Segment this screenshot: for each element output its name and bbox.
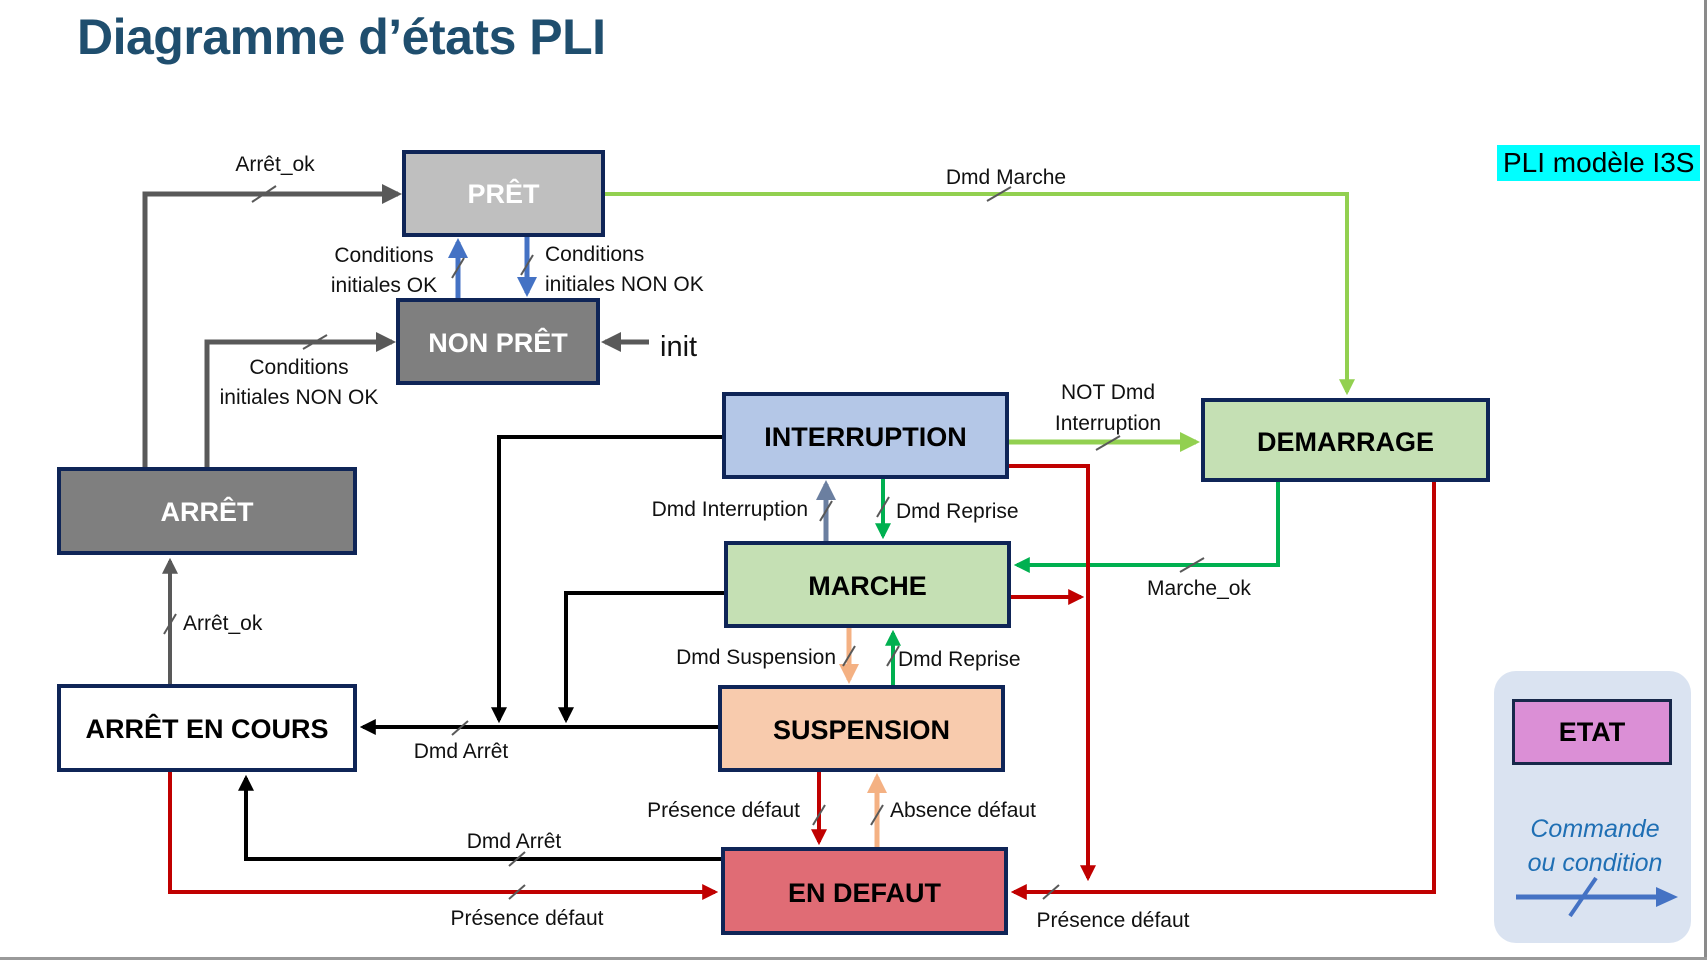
state-demarrage: DEMARRAGE	[1201, 398, 1490, 482]
tick-suspension-to-en-defaut	[812, 804, 826, 826]
label-to-arret-en-cours: Dmd Arrêt	[414, 740, 509, 763]
window-border-right	[1704, 0, 1707, 960]
transition-demarrage-to-en-defaut	[1010, 478, 1436, 900]
state-suspension-label: SUSPENSION	[773, 715, 950, 745]
label-init: init	[660, 331, 697, 363]
label-arret-to-non-pret-1: Conditions	[249, 356, 348, 379]
condition-ticks	[163, 185, 1205, 900]
state-arret: ARRÊT	[57, 467, 357, 555]
tick-suspension-to-marche	[886, 645, 900, 667]
window-border-bottom	[0, 957, 1707, 960]
state-demarrage-label: DEMARRAGE	[1257, 427, 1434, 457]
state-arret-en-cours-label: ARRÊT EN COURS	[85, 713, 328, 744]
transition-interruption-to-en-defaut	[1007, 464, 1096, 882]
state-arret-en-cours: ARRÊT EN COURS	[57, 684, 357, 772]
legend-state-sample: ETAT	[1512, 699, 1672, 765]
label-non-pret-to-pret-1: Conditions	[334, 244, 433, 267]
state-non-pret-label: NON PRÊT	[428, 327, 568, 358]
label-en-defaut-to-arret-en-cours: Dmd Arrêt	[467, 830, 562, 853]
label-marche-to-interruption: Dmd Interruption	[652, 498, 808, 521]
tick-non-pret-to-pret	[451, 257, 465, 279]
tick-arret-to-non-pret	[302, 334, 328, 350]
label-arret-en-cours-to-en-defaut: Présence défaut	[451, 907, 604, 930]
transition-arret-to-non-pret	[204, 332, 396, 469]
state-interruption-label: INTERRUPTION	[764, 422, 967, 452]
label-pret-to-non-pret-1: Conditions	[545, 243, 644, 266]
page-title: Diagramme d’états PLI	[77, 9, 606, 65]
label-en-defaut-to-suspension: Absence défaut	[890, 799, 1036, 822]
label-marche-to-suspension: Dmd Suspension	[676, 646, 836, 669]
legend-transition-text: Commande ou condition	[1500, 812, 1690, 880]
legend-transition-line1: Commande	[1530, 815, 1660, 843]
label-arret-to-pret: Arrêt_ok	[235, 153, 315, 176]
state-interruption: INTERRUPTION	[722, 392, 1009, 479]
transition-demarrage-to-marche	[1013, 478, 1280, 573]
label-arret-en-cours-to-arret: Arrêt_ok	[183, 612, 263, 635]
tick-arret-to-pret	[251, 185, 277, 203]
label-demarrage-to-marche: Marche_ok	[1147, 577, 1251, 600]
label-non-pret-to-pret-2: initiales OK	[331, 274, 437, 297]
state-pret: PRÊT	[402, 150, 605, 237]
tick-interruption-to-demarrage	[1095, 435, 1121, 451]
tick-arret-en-cours-to-arret	[163, 613, 177, 635]
state-marche-label: MARCHE	[808, 571, 927, 601]
state-suspension: SUSPENSION	[718, 685, 1005, 772]
tick-en-defaut-to-arret-en-cours	[508, 851, 526, 867]
tick-demarrage-to-marche	[1179, 557, 1205, 573]
state-non-pret: NON PRÊT	[396, 298, 600, 385]
label-interruption-to-demarrage-2: Interruption	[1055, 412, 1161, 435]
tick-to-arret-en-cours	[451, 720, 469, 736]
legend-transition-line2: ou condition	[1527, 849, 1663, 877]
tick-pret-to-demarrage	[986, 186, 1012, 202]
label-interruption-to-marche: Dmd Reprise	[896, 500, 1019, 523]
state-marche: MARCHE	[724, 541, 1011, 628]
label-suspension-to-marche: Dmd Reprise	[898, 648, 1021, 671]
state-en-defaut-label: EN DEFAUT	[788, 878, 942, 908]
label-arret-to-non-pret-2: initiales NON OK	[220, 386, 379, 409]
model-tag: PLI modèle I3S	[1497, 145, 1701, 181]
transition-interruption-to-arret-en-cours	[491, 435, 724, 724]
tick-en-defaut-to-suspension	[870, 804, 884, 826]
tick-demarrage-to-en-defaut	[1042, 884, 1060, 900]
label-pret-to-non-pret-2: initiales NON OK	[545, 273, 704, 296]
label-suspension-to-en-defaut: Présence défaut	[647, 799, 800, 822]
transition-en-defaut-to-arret-en-cours	[238, 774, 723, 861]
label-running-to-en-defaut: Présence défaut	[1037, 909, 1190, 932]
label-pret-to-demarrage: Dmd Marche	[946, 166, 1066, 189]
tick-pret-to-non-pret	[520, 254, 534, 276]
tick-interruption-to-marche	[876, 496, 890, 518]
tick-marche-to-suspension	[842, 645, 856, 667]
transition-marche-to-arret-en-cours	[558, 591, 726, 724]
state-arret-label: ARRÊT	[161, 496, 255, 527]
state-pret-label: PRÊT	[467, 178, 540, 209]
transition-arret-en-cours-to-en-defaut	[168, 770, 719, 900]
label-interruption-to-demarrage-1: NOT Dmd	[1061, 381, 1155, 404]
tick-marche-to-interruption	[819, 500, 833, 522]
legend-state-label: ETAT	[1558, 716, 1626, 747]
tick-arret-en-cours-to-en-defaut	[508, 884, 526, 900]
transition-arret-to-pret	[142, 184, 402, 469]
state-en-defaut: EN DEFAUT	[721, 847, 1008, 935]
transition-pret-to-demarrage	[603, 192, 1355, 396]
legend-transition-arrow-icon	[1516, 876, 1678, 918]
